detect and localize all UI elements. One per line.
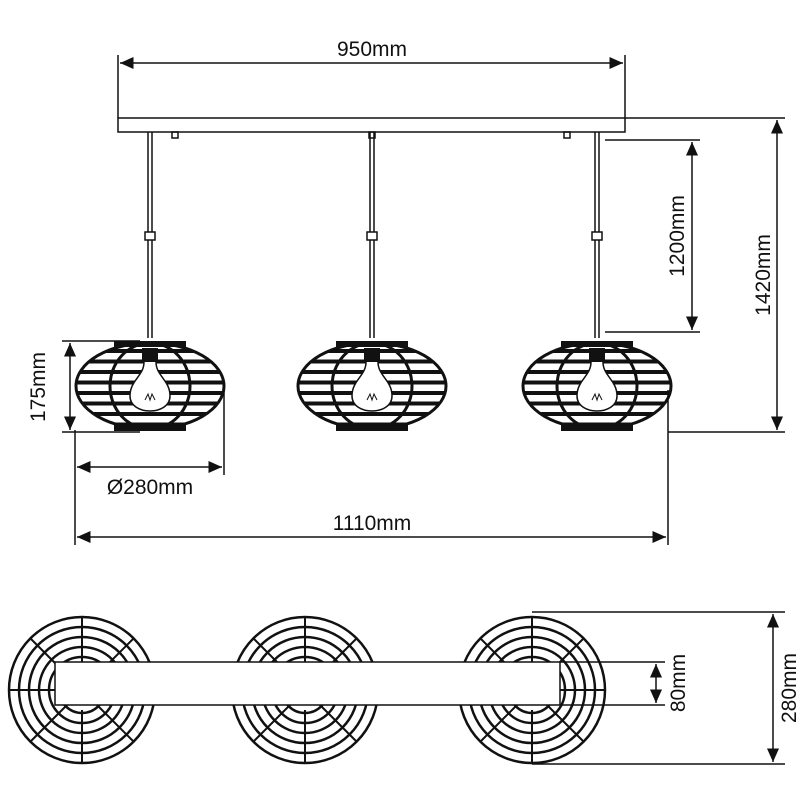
bulb-icon bbox=[351, 361, 393, 412]
bottom-view bbox=[7, 615, 607, 765]
shade-depth-dimension: 280mm bbox=[532, 611, 800, 765]
total-width-dimension: 1110mm bbox=[74, 390, 669, 545]
shade-bottom-ring bbox=[561, 425, 633, 431]
shade-bottom-ring bbox=[336, 425, 408, 431]
lamp-socket bbox=[589, 348, 605, 362]
total-height-label: 1420mm bbox=[752, 234, 775, 316]
shade-top-ring bbox=[561, 341, 633, 347]
cable-clamp bbox=[366, 231, 378, 241]
bulb-filament bbox=[144, 392, 156, 402]
bulb-filament bbox=[366, 392, 378, 402]
pendant-shade bbox=[521, 132, 673, 431]
canopy-depth-label: 80mm bbox=[667, 654, 690, 712]
canopy-width-label: 950mm bbox=[337, 38, 407, 61]
cable-clamp bbox=[591, 231, 603, 241]
canopy-front-view bbox=[117, 117, 626, 139]
pendants-front-view bbox=[74, 132, 673, 431]
canopy-depth-dimension: 80mm bbox=[560, 654, 690, 712]
lamp-socket bbox=[364, 348, 380, 362]
shade-top-ring bbox=[336, 341, 408, 347]
pendant-shade bbox=[74, 132, 226, 431]
shade-spoke bbox=[252, 703, 292, 743]
canopy-width-dimension: 950mm bbox=[117, 38, 626, 118]
lamp-socket bbox=[142, 348, 158, 362]
shade-diameter-label: Ø280mm bbox=[107, 476, 193, 499]
canopy-bottom-view bbox=[54, 661, 561, 706]
pendant-shade bbox=[296, 132, 448, 431]
drop-height-label: 1200mm bbox=[666, 195, 689, 277]
shade-diameter-dimension: Ø280mm bbox=[74, 386, 225, 499]
shade-spoke bbox=[479, 703, 519, 743]
shade-top-ring bbox=[114, 341, 186, 347]
total-width-label: 1110mm bbox=[333, 512, 412, 535]
shade-spoke bbox=[545, 703, 585, 743]
shade-spoke bbox=[29, 703, 69, 743]
shade-bottom-ring bbox=[114, 425, 186, 431]
shade-height-label: 175mm bbox=[27, 352, 50, 422]
shade-depth-label: 280mm bbox=[778, 653, 800, 723]
total-height-dimension: 1420mm bbox=[625, 117, 785, 433]
drop-height-dimension: 1200mm bbox=[605, 139, 700, 333]
cable-clamp bbox=[144, 231, 156, 241]
bulb-filament bbox=[591, 392, 603, 402]
shade-spoke bbox=[95, 703, 135, 743]
bulb-icon bbox=[129, 361, 171, 412]
shade-spoke bbox=[318, 703, 358, 743]
bulb-icon bbox=[576, 361, 618, 412]
